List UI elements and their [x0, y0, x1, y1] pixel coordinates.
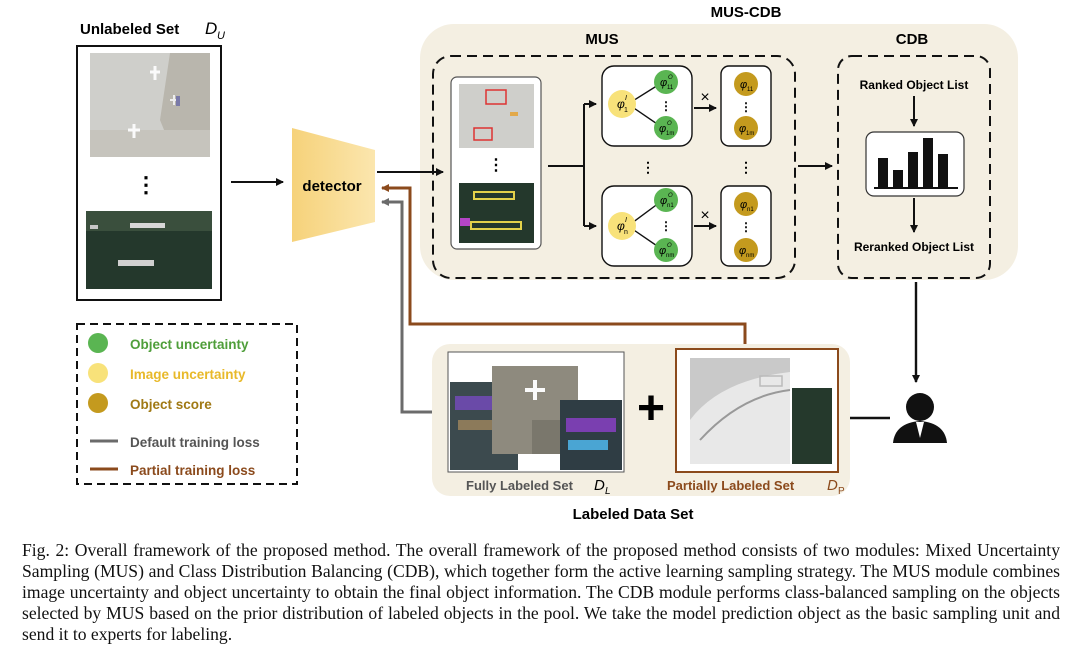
legend-object-score: Object score [130, 397, 212, 412]
legend-default-loss: Default training loss [130, 435, 260, 450]
group-dots-right: ⋮ [739, 159, 753, 175]
partially-labeled-label: Partially Labeled Set [667, 478, 795, 493]
labeled-data-set-title: Labeled Data Set [573, 506, 694, 523]
svg-text:O: O [667, 121, 672, 127]
svg-text:I: I [625, 95, 627, 102]
unlabeled-dots: ⋮ [135, 172, 157, 197]
legend: Object uncertainty Image uncertainty Obj… [76, 323, 298, 485]
svg-text:φ: φ [739, 123, 746, 135]
svg-text:⋮: ⋮ [740, 100, 752, 114]
svg-text:I: I [625, 217, 627, 224]
times-sign-1: × [700, 89, 709, 106]
object-uncertainty-node-n1 [654, 188, 678, 212]
bar-chart-icon [865, 131, 965, 197]
person-icon [893, 393, 947, 443]
legend-partial-loss: Partial training loss [130, 463, 255, 478]
svg-text:φ: φ [617, 97, 625, 111]
object-score-node-11 [734, 72, 758, 96]
unlabeled-set-subscript: U [217, 30, 225, 42]
harbor-image [86, 211, 212, 289]
object-score-group-1: φ 11 ⋮ φ 1m [720, 65, 772, 147]
uncertainty-group-n: φ I n φ O n1 ⋮ φ O nm [601, 185, 693, 267]
partially-labeled-subscript: P [838, 486, 845, 497]
svg-text:1m: 1m [746, 131, 754, 137]
svg-text:n1: n1 [747, 207, 754, 213]
svg-text:⋮: ⋮ [740, 220, 752, 234]
image-uncertainty-node-n [608, 212, 636, 240]
detector: detector [292, 128, 375, 242]
svg-text:φ: φ [740, 79, 747, 91]
reranked-object-list: Reranked Object List [854, 240, 974, 254]
object-score-node-nm [734, 238, 758, 262]
svg-text:1: 1 [624, 107, 628, 114]
svg-text:nm: nm [746, 253, 754, 259]
unlabeled-set: Unlabeled Set D U ⋮ [76, 19, 225, 301]
partially-labeled-symbol: D [827, 477, 838, 494]
object-uncertainty-node-nm [654, 238, 678, 262]
fully-labeled-subscript: L [605, 486, 611, 497]
svg-text:O: O [668, 193, 673, 199]
svg-text:φ: φ [660, 195, 667, 207]
svg-text:11: 11 [667, 85, 674, 91]
labeled-data-set: + Fully Labeled Set D L Partially Labele… [432, 344, 850, 523]
svg-text:O: O [668, 75, 673, 81]
mus-cdb-title: MUS-CDB [711, 4, 782, 21]
mus-title: MUS [585, 31, 618, 48]
plus-sign: + [637, 382, 665, 435]
mus-box [432, 55, 796, 279]
figure-caption: Fig. 2: Overall framework of the propose… [22, 540, 1060, 644]
uncertainty-group-1: φ I 1 φ O 11 ⋮ φ O 1m [601, 65, 693, 147]
partial-loss-arrow [381, 184, 747, 346]
cdb-box [837, 55, 991, 279]
ranked-object-list: Ranked Object List [860, 78, 969, 92]
object-score-group-n: φ n1 ⋮ φ nm [720, 185, 772, 267]
svg-text:φ: φ [740, 199, 747, 211]
svg-text:O: O [667, 243, 672, 249]
svg-text:φ: φ [659, 245, 666, 257]
svg-text:n: n [624, 229, 628, 236]
legend-object-uncertainty: Object uncertainty [130, 337, 249, 352]
svg-text:n1: n1 [667, 203, 674, 209]
fully-labeled-label: Fully Labeled Set [466, 478, 574, 493]
group-dots-left: ⋮ [641, 159, 655, 175]
legend-gold-circle [88, 393, 108, 413]
unlabeled-set-title: Unlabeled Set [80, 21, 179, 38]
detections-dots: ⋮ [488, 157, 504, 174]
svg-text:φ: φ [659, 123, 666, 135]
legend-yellow-circle [88, 363, 108, 383]
fully-labeled-images [447, 351, 625, 473]
legend-green-circle [88, 333, 108, 353]
svg-text:φ: φ [617, 219, 625, 233]
object-uncertainty-node-1m [654, 116, 678, 140]
svg-text:1m: 1m [666, 131, 674, 137]
svg-text:nm: nm [666, 253, 674, 259]
legend-image-uncertainty: Image uncertainty [130, 367, 246, 382]
svg-text:11: 11 [747, 87, 754, 93]
detector-label: detector [302, 178, 361, 195]
fully-labeled-symbol: D [594, 477, 605, 494]
cdb-title: CDB [896, 31, 929, 48]
detections-panel: ⋮ [450, 76, 542, 250]
airport-image [90, 53, 210, 157]
times-sign-n: × [700, 207, 709, 224]
image-uncertainty-node-1 [608, 90, 636, 118]
object-score-node-n1 [734, 192, 758, 216]
mus-cdb-panel: MUS-CDB MUS CDB ⋮ φ [420, 4, 1018, 280]
svg-text:φ: φ [660, 77, 667, 89]
object-score-node-1m [734, 116, 758, 140]
svg-text:⋮: ⋮ [660, 99, 672, 113]
unlabeled-set-symbol: D [205, 19, 217, 38]
default-loss-arrow [381, 198, 448, 414]
svg-text:⋮: ⋮ [660, 219, 672, 233]
framework-figure: Unlabeled Set D U ⋮ detector [76, 4, 1018, 523]
partially-labeled-images [675, 348, 839, 473]
svg-text:φ: φ [739, 245, 746, 257]
object-uncertainty-node-11 [654, 70, 678, 94]
